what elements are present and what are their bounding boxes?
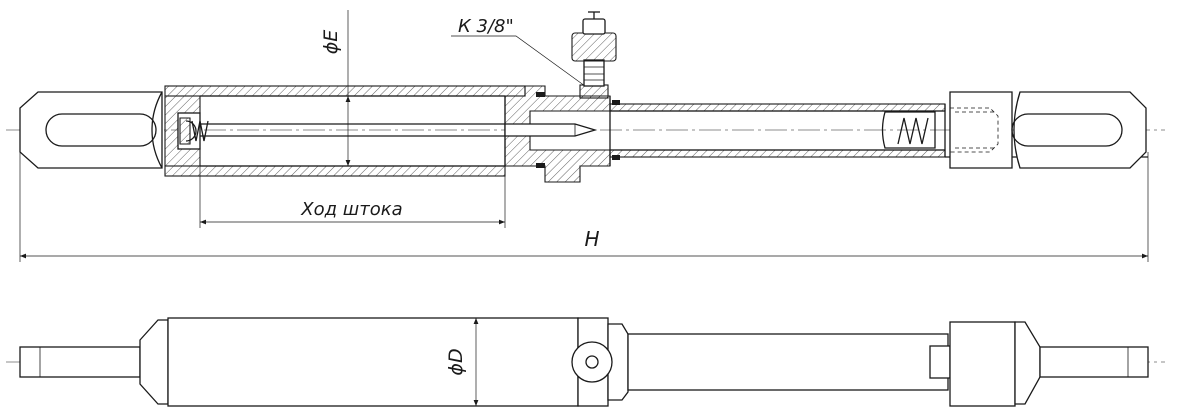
rod-spring [897,117,929,145]
left-clevis-eye [19,91,163,169]
port-hole [585,355,599,369]
seal-bot-1 [536,163,545,168]
thread-leader [451,35,586,87]
section-view: ϕE К 3/8" Ход штока Н [6,10,1165,262]
fitting-knurled-cap [571,32,617,62]
grease-fitting [571,11,617,99]
rear-spring [191,120,209,142]
seal-top-1 [536,92,545,97]
seal-top-2 [612,100,620,105]
cylinder-barrel [164,85,526,177]
label-stroke: Ход штока [300,199,402,220]
left-lug [19,319,169,405]
label-body-diameter: ϕD [445,348,467,375]
right-lug [949,321,1149,407]
outer-rod-tube [609,103,1148,158]
port-boss [571,341,613,383]
dim-total-length [19,152,1149,262]
label-bore-diameter: ϕE [320,30,342,55]
cylinder-body [167,317,579,407]
exterior-view: ϕD [6,317,1165,407]
right-clevis-eye [949,91,1147,169]
gland-block [571,317,629,407]
inner-plunger [504,123,598,137]
piston-rod-inner [200,123,505,137]
exterior-rod [627,333,951,391]
label-total-length: Н [584,227,599,251]
label-thread: К 3/8" [458,16,514,37]
dim-stroke [199,166,506,228]
